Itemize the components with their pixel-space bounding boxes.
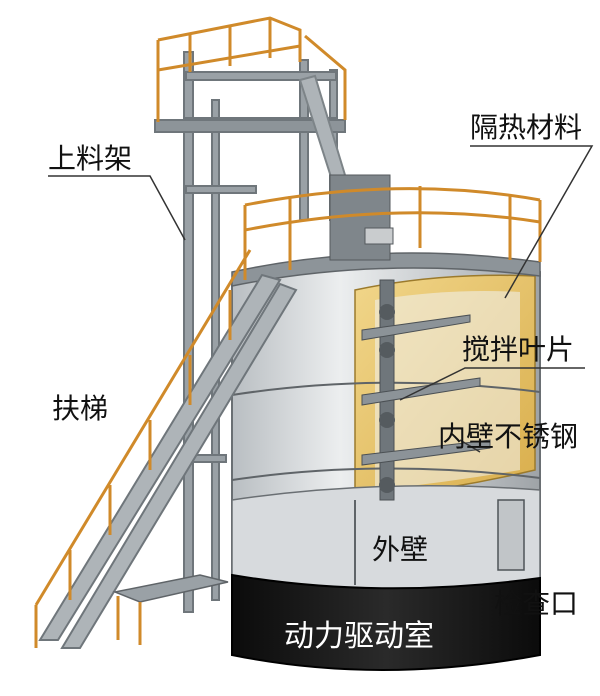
top-railing — [156, 16, 347, 122]
leader-stirring-blade — [399, 367, 585, 401]
label-inner-wall: 内壁不锈钢 — [438, 420, 579, 453]
label-stirring-blade: 搅拌叶片 — [462, 333, 575, 366]
inspection-port-door — [497, 499, 525, 571]
leader-feeding-rack — [48, 175, 186, 241]
label-outer-wall: 外壁 — [372, 533, 429, 566]
stirring-shaft — [361, 279, 491, 501]
leader-inner-wall — [459, 439, 481, 453]
label-power-room: 动力驱动室 — [284, 619, 434, 654]
label-inspection-port: 检查口 — [494, 587, 579, 620]
feed-hopper — [112, 574, 229, 645]
leader-insulation — [470, 145, 594, 299]
power-drive-room — [231, 573, 541, 671]
leader-lines — [48, 145, 594, 453]
label-feeding-rack: 上料架 — [48, 142, 133, 175]
label-insulation: 隔热材料 — [470, 111, 583, 144]
main-ladder — [34, 249, 298, 649]
label-ladder: 扶梯 — [52, 392, 109, 425]
tank-top-deck — [231, 174, 542, 287]
